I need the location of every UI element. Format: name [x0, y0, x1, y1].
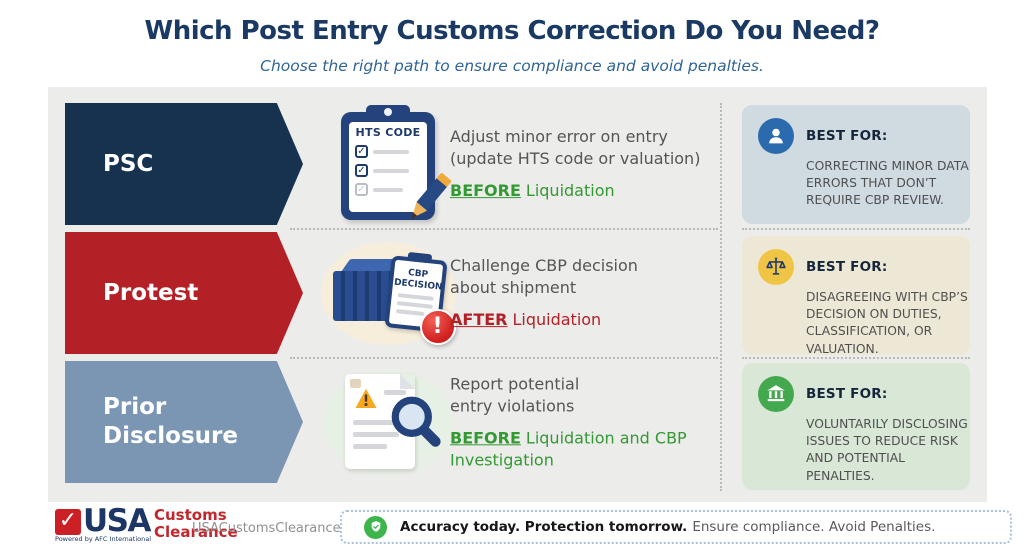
- text-line: [384, 389, 406, 395]
- checklist-row: ✓: [355, 164, 421, 177]
- clipboard-paper: HTS CODE ✓ ✓ ✓: [349, 122, 427, 212]
- best-for-text: CORRECTING MINOR DATA ERRORS THAT DON’T …: [806, 159, 969, 208]
- psc-description: Adjust minor error on entry (update HTS …: [450, 126, 730, 202]
- row-psc: PSC HTS CODE ✓ ✓: [48, 103, 987, 225]
- timing-keyword: BEFORE: [450, 181, 521, 201]
- clipboard-checklist-icon: HTS CODE ✓ ✓ ✓: [341, 105, 452, 220]
- best-for-heading: BEST FOR:: [806, 259, 888, 275]
- best-for-header: BEST FOR:: [758, 376, 958, 412]
- document-warning-magnifier-icon: [323, 369, 453, 475]
- timing-keyword: BEFORE: [450, 428, 521, 448]
- checklist-row: ✓: [355, 145, 421, 158]
- warning-triangle-icon: [353, 385, 379, 410]
- text-line: [373, 168, 409, 173]
- logo-clearance-text: Clearance: [154, 523, 238, 542]
- best-for-heading: BEST FOR:: [806, 128, 888, 144]
- protest-label: Protest: [103, 279, 199, 306]
- text-line: [353, 419, 399, 425]
- scales-icon: [758, 249, 794, 285]
- logo-tagline: Powered by AFC International: [55, 535, 152, 543]
- text-line: [396, 300, 433, 308]
- logo-usa-text: USA: [83, 503, 152, 539]
- row-separator: [742, 228, 970, 230]
- best-for-heading: BEST FOR:: [806, 386, 888, 402]
- psc-desc-line2: (update HTS code or valuation): [450, 148, 701, 168]
- best-for-box-psc: BEST FOR: CORRECTING MINOR DATA ERRORS T…: [742, 105, 970, 224]
- prior-disclosure-description: Report potential entry violations BEFORE…: [450, 373, 730, 470]
- shield-check-icon: [364, 515, 387, 539]
- cbp-decision-label: CBP DECISION: [393, 267, 443, 292]
- user-icon: [758, 118, 794, 154]
- logo-customs-text: Customs: [154, 506, 227, 524]
- banner-normal-text: Ensure compliance. Avoid Penalties.: [692, 519, 936, 535]
- prior-disclosure-label: Prior Disclosure: [103, 394, 238, 449]
- psc-icon-area: HTS CODE ✓ ✓ ✓: [313, 105, 463, 223]
- row-separator: [742, 357, 970, 359]
- text-line: [373, 187, 403, 192]
- protest-arrow: Protest: [65, 232, 303, 354]
- page-title: Which Post Entry Customs Correction Do Y…: [144, 16, 880, 46]
- protest-desc-line2: about shipment: [450, 277, 577, 297]
- footer-banner: Accuracy today. Protection tomorrow.Ensu…: [340, 510, 1012, 544]
- document-corner-chip: [350, 378, 361, 388]
- timing-keyword: AFTER: [450, 310, 508, 330]
- psc-desc-line1: Adjust minor error on entry: [450, 127, 668, 147]
- prior-desc-line1: Report potential: [450, 374, 580, 394]
- checklist-row: ✓: [355, 183, 421, 196]
- unchecked-checkbox-icon: ✓: [355, 183, 368, 196]
- best-for-box-protest: BEST FOR: DISAGREEING WITH CBP’S DECISIO…: [742, 236, 970, 356]
- clipboard-clip: [366, 105, 410, 120]
- best-for-header: BEST FOR:: [758, 249, 958, 285]
- best-for-text: VOLUNTARILY DISCLOSING ISSUES TO REDUCE …: [806, 417, 968, 483]
- text-line: [353, 431, 399, 437]
- psc-label: PSC: [103, 150, 154, 177]
- row-protest: Protest CBP DECISION !: [48, 232, 987, 354]
- timing-rest: Liquidation and CBP Investigation: [450, 428, 687, 470]
- alert-exclamation-icon: !: [419, 308, 456, 345]
- best-for-box-prior-disclosure: BEST FOR: VOLUNTARILY DISCLOSING ISSUES …: [742, 363, 970, 490]
- bank-icon: [758, 376, 794, 412]
- text-line: [373, 149, 409, 154]
- document-header: [353, 385, 407, 410]
- usa-customs-clearance-logo: ✓ USA Powered by AFC International Custo…: [55, 503, 238, 543]
- vertical-dotted-divider: [720, 103, 722, 491]
- text-line: [353, 443, 387, 449]
- best-for-header: BEST FOR:: [758, 118, 958, 154]
- logo-left: ✓ USA Powered by AFC International: [55, 503, 152, 543]
- psc-arrow: PSC: [65, 103, 303, 225]
- prior-desc-line2: entry violations: [450, 395, 575, 415]
- banner-text: Accuracy today. Protection tomorrow.Ensu…: [400, 519, 935, 535]
- best-for-text: DISAGREEING WITH CBP’S DECISION ON DUTIE…: [806, 290, 968, 356]
- row-separator: [290, 228, 718, 230]
- clipboard-clip: [406, 251, 432, 263]
- prior-disclosure-icon-area: [313, 363, 463, 481]
- checked-checkbox-icon: ✓: [355, 164, 368, 177]
- shipping-container-decision-icon: CBP DECISION !: [320, 241, 456, 345]
- banner-bold-text: Accuracy today. Protection tomorrow.: [400, 519, 688, 535]
- timing-rest: Liquidation: [512, 310, 602, 330]
- hts-code-label: HTS CODE: [355, 126, 421, 139]
- magnifier-icon: [391, 396, 441, 447]
- website-url: USACustomsClearance.com: [192, 521, 373, 536]
- protest-icon-area: CBP DECISION !: [313, 234, 463, 352]
- prior-disclosure-arrow: Prior Disclosure: [65, 361, 303, 483]
- timing-rest: Liquidation: [525, 181, 615, 201]
- protest-desc-line1: Challenge CBP decision: [450, 256, 638, 276]
- row-separator: [290, 357, 718, 359]
- row-prior-disclosure: Prior Disclosure: [48, 361, 987, 483]
- page-subtitle: Choose the right path to ensure complian…: [260, 57, 764, 75]
- protest-description: Challenge CBP decision about shipment AF…: [450, 255, 730, 331]
- logo-wordmark: Customs Clearance: [154, 506, 238, 542]
- pencil-icon: [411, 173, 452, 219]
- checkmark-icon: ✓: [55, 509, 81, 535]
- content-panel: PSC HTS CODE ✓ ✓: [48, 87, 987, 502]
- checked-checkbox-icon: ✓: [355, 145, 368, 158]
- text-line: [395, 308, 424, 316]
- text-line: [397, 292, 434, 300]
